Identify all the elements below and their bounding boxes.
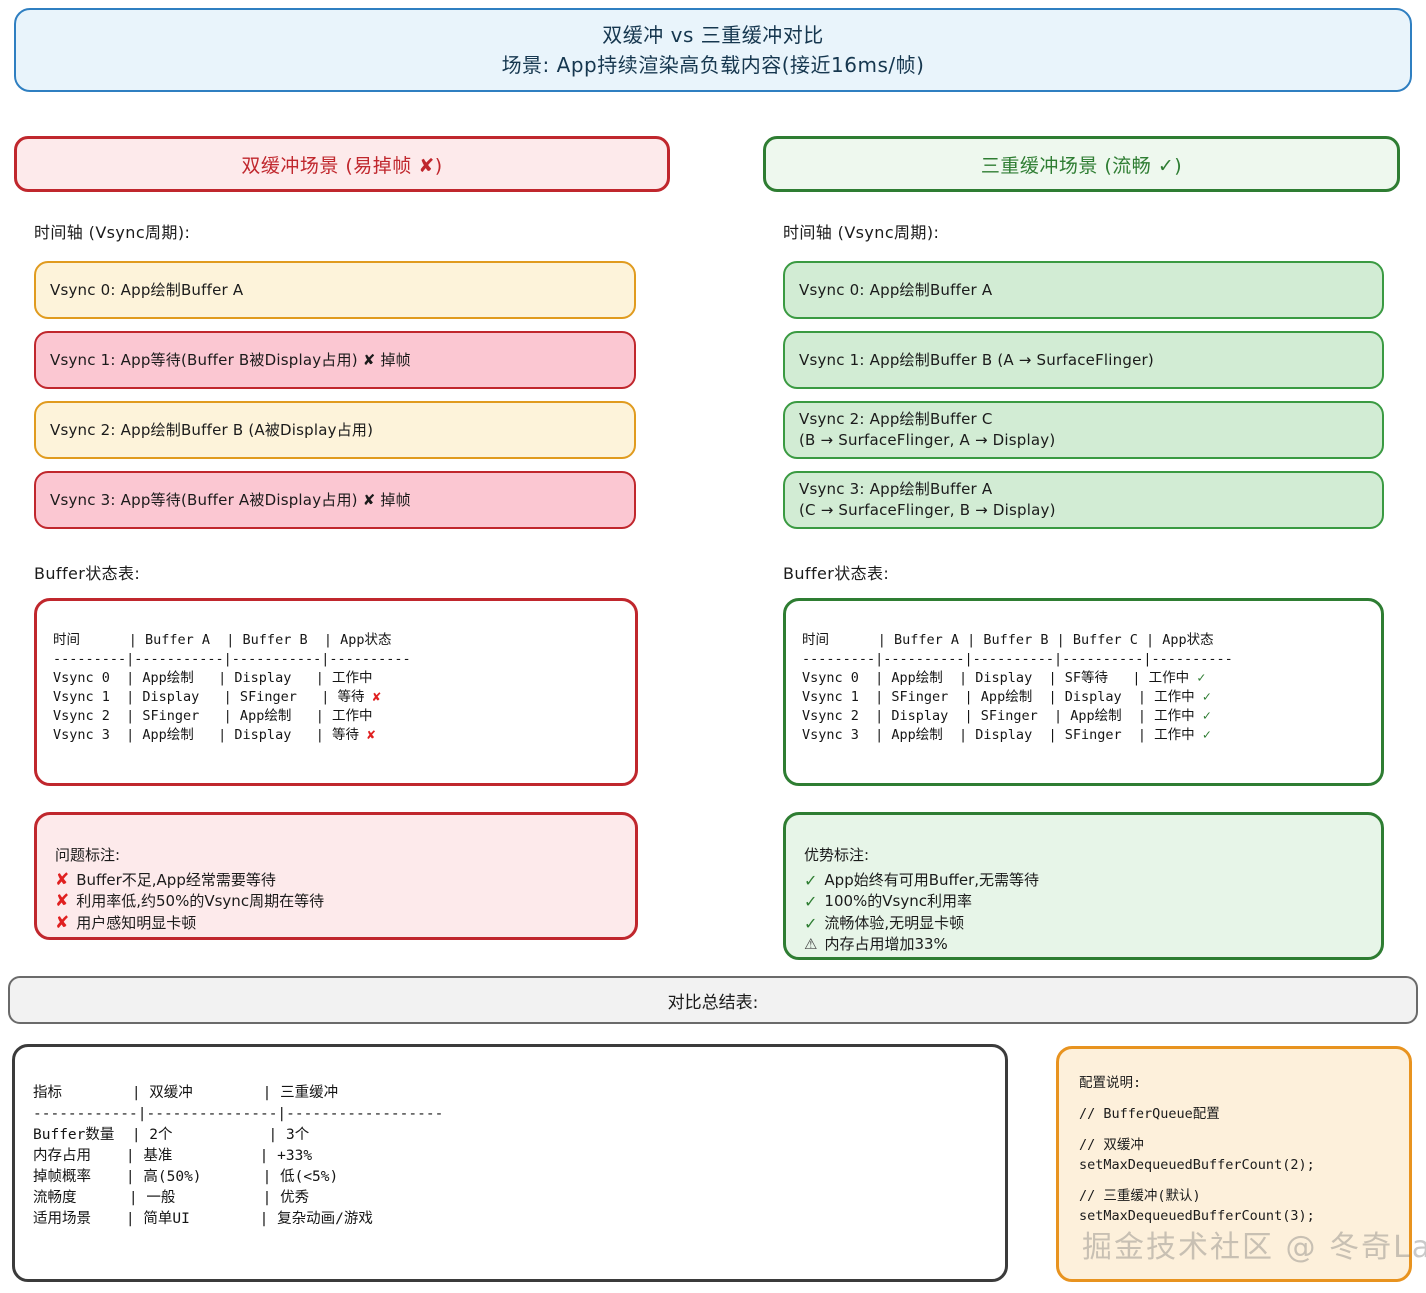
right-note-item-2-text: 流畅体验,无明显卡顿 <box>824 913 965 932</box>
summary-table-divider: ------------|---------------|-----------… <box>33 1106 444 1122</box>
right-timeline-row-2: Vsync 2: App绘制Buffer C (B → SurfaceFling… <box>783 401 1384 459</box>
right-advantage-notes: 优势标注: ✓ App始终有可用Buffer,无需等待 ✓ 100%的Vsync… <box>783 812 1384 960</box>
right-table-row-1: Vsync 1 | SFinger | App绘制 | Display | 工作… <box>802 689 1211 705</box>
right-buffer-state-table: 时间 | Buffer A | Buffer B | Buffer C | Ap… <box>783 598 1384 786</box>
config-comment-double: // 双缓冲 <box>1079 1137 1144 1153</box>
left-header-label: 双缓冲场景 (易掉帧 ✘) <box>241 154 443 177</box>
title-line-1: 双缓冲 vs 三重缓冲对比 <box>602 23 824 47</box>
left-timeline-row-0: Vsync 0: App绘制Buffer A <box>34 261 636 319</box>
check-icon: ✓ <box>804 913 818 933</box>
right-timeline-row-0: Vsync 0: App绘制Buffer A <box>783 261 1384 319</box>
left-table-row-0: Vsync 0 | App绘制 | Display | 工作中 <box>53 670 373 686</box>
config-code-triple: setMaxDequeuedBufferCount(3); <box>1079 1208 1315 1224</box>
spacer <box>1079 1175 1389 1186</box>
summary-table-row: Buffer数量 | 2个 | 3个 <box>33 1127 310 1143</box>
right-table-row-2: Vsync 2 | Display | SFinger | App绘制 | 工作… <box>802 708 1211 724</box>
left-timeline-row-3-text: Vsync 3: App等待(Buffer A被Display占用) ✘ 掉帧 <box>50 490 411 509</box>
left-note-item-0-text: Buffer不足,App经常需要等待 <box>76 870 276 889</box>
left-table-header: 时间 | Buffer A | Buffer B | App状态 <box>53 632 392 648</box>
left-timeline-row-1: Vsync 1: App等待(Buffer B被Display占用) ✘ 掉帧 <box>34 331 636 389</box>
summary-table-row: 流畅度 | 一般 | 优秀 <box>33 1190 310 1206</box>
right-table-row-0: Vsync 0 | App绘制 | Display | SF等待 | 工作中 ✓ <box>802 670 1206 686</box>
summary-table-row: 内存占用 | 基准 | +33% <box>33 1148 313 1164</box>
cross-icon: ✘ <box>55 891 70 911</box>
right-table-divider: ---------|----------|----------|--------… <box>802 651 1233 667</box>
warning-icon: ⚠ <box>804 935 818 953</box>
right-timeline-label: 时间轴 (Vsync周期): <box>783 223 940 242</box>
config-title: 配置说明: <box>1079 1075 1142 1091</box>
left-problem-notes: 问题标注: ✘ Buffer不足,App经常需要等待 ✘ 利用率低,约50%的V… <box>34 812 638 940</box>
right-note-item-2: ✓ 流畅体验,无明显卡顿 <box>804 913 1363 935</box>
right-header-label: 三重缓冲场景 (流畅 ✓) <box>980 154 1183 177</box>
config-comment-triple: // 三重缓冲(默认) <box>1079 1188 1201 1204</box>
right-table-label: Buffer状态表: <box>783 564 890 583</box>
left-timeline-label: 时间轴 (Vsync周期): <box>34 223 191 242</box>
left-note-item-2: ✘ 用户感知明显卡顿 <box>55 913 617 935</box>
cross-icon: ✘ <box>55 912 70 933</box>
left-note-item-1: ✘ 利用率低,约50%的Vsync周期在等待 <box>55 891 617 913</box>
right-column-header: 三重缓冲场景 (流畅 ✓) <box>763 136 1400 192</box>
right-timeline-row-3: Vsync 3: App绘制Buffer A (C → SurfaceFling… <box>783 471 1384 529</box>
left-timeline-row-2: Vsync 2: App绘制Buffer B (A被Display占用) <box>34 401 636 459</box>
left-note-item-1-text: 利用率低,约50%的Vsync周期在等待 <box>76 892 325 910</box>
spacer <box>1079 1124 1389 1135</box>
right-timeline-row-3-text: Vsync 3: App绘制Buffer A (C → SurfaceFling… <box>799 480 1056 519</box>
right-note-item-3-text: 内存占用增加33% <box>824 935 948 953</box>
right-note-item-0-text: App始终有可用Buffer,无需等待 <box>824 870 1040 889</box>
left-timeline-row-1-text: Vsync 1: App等待(Buffer B被Display占用) ✘ 掉帧 <box>50 350 411 369</box>
right-table-row-3: Vsync 3 | App绘制 | Display | SFinger | 工作… <box>802 727 1211 743</box>
cross-icon: ✘ <box>55 869 70 890</box>
left-table-row-1: Vsync 1 | Display | SFinger | 等待 ✘ <box>53 689 381 705</box>
left-table-row-3: Vsync 3 | App绘制 | Display | 等待 ✘ <box>53 727 376 743</box>
right-note-item-3: ⚠ 内存占用增加33% <box>804 934 1363 956</box>
right-timeline-row-2-text: Vsync 2: App绘制Buffer C (B → SurfaceFling… <box>799 410 1056 449</box>
right-timeline-row-0-text: Vsync 0: App绘制Buffer A <box>799 280 993 299</box>
summary-banner: 对比总结表: <box>8 976 1418 1024</box>
left-timeline-row-0-text: Vsync 0: App绘制Buffer A <box>50 280 244 299</box>
left-table-row-2: Vsync 2 | SFinger | App绘制 | 工作中 <box>53 708 373 724</box>
summary-table-header: 指标 | 双缓冲 | 三重缓冲 <box>33 1085 339 1101</box>
spacer <box>1079 1093 1389 1104</box>
summary-table-row: 适用场景 | 简单UI | 复杂动画/游戏 <box>33 1211 373 1227</box>
left-notes-title: 问题标注: <box>55 846 121 864</box>
right-table-header: 时间 | Buffer A | Buffer B | Buffer C | Ap… <box>802 632 1214 648</box>
right-note-item-1: ✓ 100%的Vsync利用率 <box>804 891 1363 913</box>
check-icon: ✓ <box>804 870 818 890</box>
right-note-item-1-text: 100%的Vsync利用率 <box>824 892 972 910</box>
left-table-label: Buffer状态表: <box>34 564 141 583</box>
summary-comparison-table: 指标 | 双缓冲 | 三重缓冲 ------------|-----------… <box>12 1044 1008 1282</box>
right-notes-title: 优势标注: <box>804 846 870 864</box>
right-note-item-0: ✓ App始终有可用Buffer,无需等待 <box>804 870 1363 892</box>
summary-banner-label: 对比总结表: <box>667 992 759 1013</box>
left-column-header: 双缓冲场景 (易掉帧 ✘) <box>14 136 670 192</box>
right-timeline-row-1: Vsync 1: App绘制Buffer B (A → SurfaceFling… <box>783 331 1384 389</box>
left-note-item-0: ✘ Buffer不足,App经常需要等待 <box>55 870 617 892</box>
config-notes-box: 配置说明: // BufferQueue配置 // 双缓冲 setMaxDequ… <box>1056 1046 1412 1282</box>
config-comment-queue: // BufferQueue配置 <box>1079 1106 1220 1122</box>
summary-table-row: 掉帧概率 | 高(50%) | 低(<5%) <box>33 1169 339 1185</box>
left-timeline-row-2-text: Vsync 2: App绘制Buffer B (A被Display占用) <box>50 420 374 439</box>
left-buffer-state-table: 时间 | Buffer A | Buffer B | App状态 -------… <box>34 598 638 786</box>
title-banner: 双缓冲 vs 三重缓冲对比 场景: App持续渲染高负载内容(接近16ms/帧) <box>14 8 1412 92</box>
left-timeline-row-3: Vsync 3: App等待(Buffer A被Display占用) ✘ 掉帧 <box>34 471 636 529</box>
title-line-2: 场景: App持续渲染高负载内容(接近16ms/帧) <box>501 53 925 77</box>
left-table-divider: ---------|-----------|-----------|------… <box>53 651 411 667</box>
config-code-double: setMaxDequeuedBufferCount(2); <box>1079 1157 1315 1173</box>
check-icon: ✓ <box>804 892 818 911</box>
left-note-item-2-text: 用户感知明显卡顿 <box>76 913 197 932</box>
right-timeline-row-1-text: Vsync 1: App绘制Buffer B (A → SurfaceFling… <box>799 350 1154 369</box>
